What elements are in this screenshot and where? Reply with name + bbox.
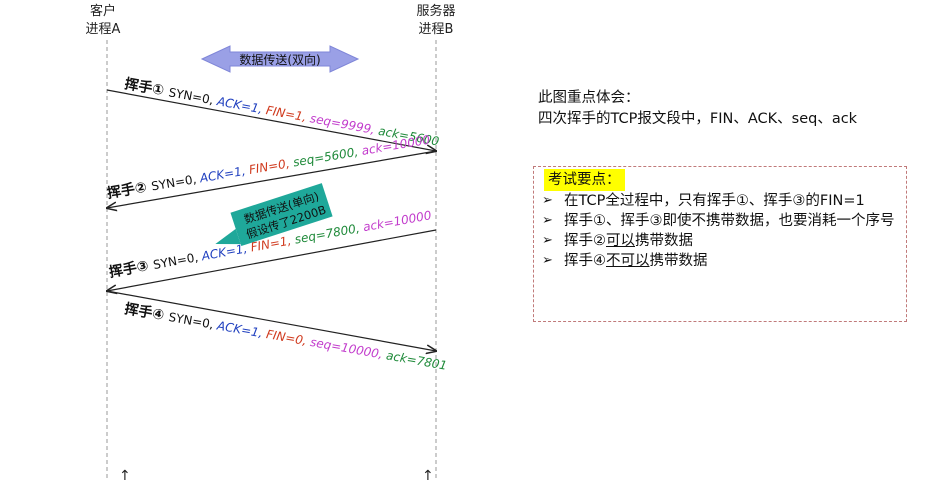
exam-point-4-part-1: 挥手④ <box>564 253 606 269</box>
handshake-4-field-1: SYN=0, <box>168 310 219 332</box>
handshake-2-field-2: ACK=1, <box>198 163 250 185</box>
handshake-3-field-1: SYN=0, <box>152 250 203 273</box>
handshake-3-arrow <box>107 229 437 291</box>
handshake-3-title: 挥手③ <box>108 256 155 281</box>
handshake-4-field-5: ack=7801 <box>385 348 448 372</box>
handshake-4-arrow <box>106 290 436 351</box>
exam-point-4: ➢ 挥手④不可以携带数据 <box>542 251 898 271</box>
process-a-label: 进程A <box>86 22 121 37</box>
arrow-bullet-icon: ➢ <box>542 233 553 248</box>
exam-point-2: ➢ 挥手①、挥手③即使不携带数据，也要消耗一个序号 <box>542 211 898 231</box>
handshake-1-field-3: FIN=1, <box>265 103 312 125</box>
exam-points-box: 考试要点： ➢ 在TCP全过程中，只有挥手①、挥手③的FIN=1 ➢ 挥手①、挥手③即… <box>533 166 907 322</box>
exam-point-1-part-1: 在TCP全过程中，只有挥手①、挥手③的FIN=1 <box>564 193 865 209</box>
handshake-3-field-5: ack=10000 <box>362 208 433 234</box>
exam-point-4-part-3: 携带数据 <box>649 253 708 269</box>
handshake-1-field-1: SYN=0, <box>167 85 218 108</box>
notes-line-1: 此图重点体会： <box>538 90 640 106</box>
process-b-label: 进程B <box>419 22 454 37</box>
exam-point-3-part-1: 挥手② <box>564 233 606 249</box>
handshake-4-label: 挥手④ SYN=0, ACK=1, FIN=0, seq=10000, ack=… <box>123 300 448 374</box>
notes-panel: 此图重点体会： 四次挥手的TCP报文段中，FIN、ACK、seq、ack <box>538 88 918 130</box>
two-way-transfer-arrow <box>200 45 360 73</box>
exam-point-2-part-1: 挥手①、挥手③即使不携带数据，也要消耗一个序号 <box>564 213 895 229</box>
exam-points-title: 考试要点： <box>544 169 625 191</box>
process-a-name: 客户 <box>90 3 116 19</box>
handshake-3-field-2: ACK=1, <box>200 241 252 264</box>
handshake-2-title: 挥手② <box>106 178 153 202</box>
exam-points-list: ➢ 在TCP全过程中，只有挥手①、挥手③的FIN=1 ➢ 挥手①、挥手③即使不携带数据… <box>542 191 898 271</box>
two-way-transfer-label: 数据传送(双向) <box>239 52 320 67</box>
exam-point-1: ➢ 在TCP全过程中，只有挥手①、挥手③的FIN=1 <box>542 191 898 211</box>
lifeline-a-end-mark: ↑ <box>119 468 131 480</box>
exam-point-3-part-2: 可以 <box>606 233 635 249</box>
arrow-bullet-icon: ➢ <box>542 193 553 208</box>
arrow-bullet-icon: ➢ <box>542 213 553 228</box>
exam-point-4-part-2: 不可以 <box>606 253 650 269</box>
lifeline-b-end-mark: ↑ <box>422 468 434 480</box>
handshake-1-arrow <box>106 89 436 151</box>
handshake-1-field-2: ACK=1, <box>215 94 267 117</box>
handshake-4-field-2: ACK=1, <box>215 318 267 341</box>
stray-dot <box>709 195 711 197</box>
process-b-name: 服务器 <box>416 3 455 19</box>
handshake-2-label: 挥手② SYN=0, ACK=1, FIN=0, seq=5600, ack=1… <box>106 131 432 202</box>
handshake-2-arrow <box>107 150 437 208</box>
arrow-bullet-icon: ➢ <box>542 253 553 268</box>
handshake-2-field-3: FIN=0, <box>248 156 294 177</box>
notes-line-2: 四次挥手的TCP报文段中，FIN、ACK、seq、ack <box>538 111 858 127</box>
handshake-4-field-3: FIN=0, <box>265 327 312 349</box>
handshake-4-field-4: seq=10000, <box>309 335 387 362</box>
exam-point-3: ➢ 挥手②可以携带数据 <box>542 231 898 251</box>
handshake-4-title: 挥手④ <box>123 300 170 325</box>
exam-point-3-part-3: 携带数据 <box>635 233 693 249</box>
handshake-2-field-1: SYN=0, <box>150 171 201 193</box>
handshake-1-title: 挥手① <box>123 75 170 100</box>
